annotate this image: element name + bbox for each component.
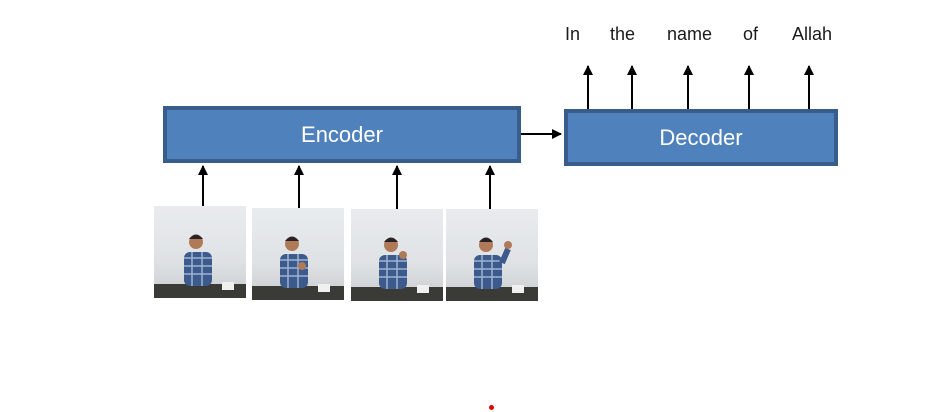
- output-word: name: [667, 24, 713, 44]
- output-word: In: [565, 24, 581, 44]
- person-signing-image: [474, 237, 524, 293]
- encoder-block: Encoder: [163, 106, 521, 163]
- person-signing-image: [280, 236, 330, 292]
- person-signing-image: [184, 234, 234, 290]
- output-word: of: [743, 24, 759, 44]
- person-signing-image: [379, 237, 429, 293]
- decoder-label: Decoder: [659, 124, 743, 150]
- red-dot: [489, 405, 494, 410]
- video-frame-1: [154, 206, 246, 298]
- output-word: Allah: [792, 24, 833, 44]
- video-frame-2: [252, 208, 344, 300]
- output-word: the: [610, 24, 636, 44]
- encoder-label: Encoder: [301, 121, 383, 147]
- decoder-block: Decoder: [564, 109, 838, 166]
- video-frame-3: [351, 209, 443, 301]
- video-frame-4: [446, 209, 538, 301]
